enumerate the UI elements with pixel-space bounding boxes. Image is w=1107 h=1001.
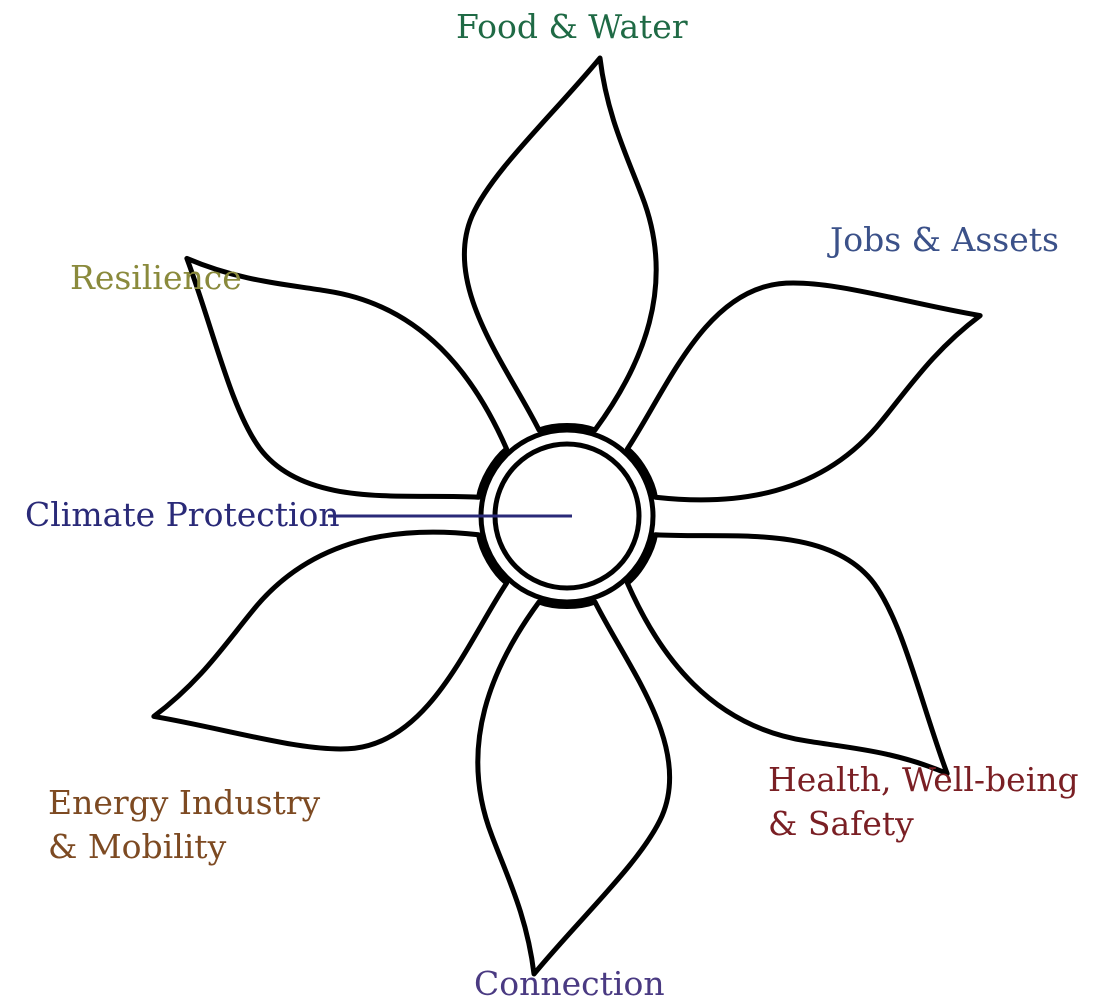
petal-health [624,532,950,777]
label-health-wellbeing-safety: Health, Well-being & Safety [768,760,1079,843]
petal-food [461,55,659,433]
petal-jobs [624,280,983,503]
petal-connection [475,599,673,977]
label-energy-industry-mobility: Energy Industry & Mobility [48,783,321,866]
petal-energy [151,529,510,752]
label-food-water: Food & Water [456,7,688,46]
label-resilience: Resilience [70,258,242,297]
label-jobs-assets: Jobs & Assets [830,220,1059,259]
label-climate-protection: Climate Protection [25,495,340,534]
petal-resilience [184,255,510,500]
label-connection: Connection [474,964,665,1001]
